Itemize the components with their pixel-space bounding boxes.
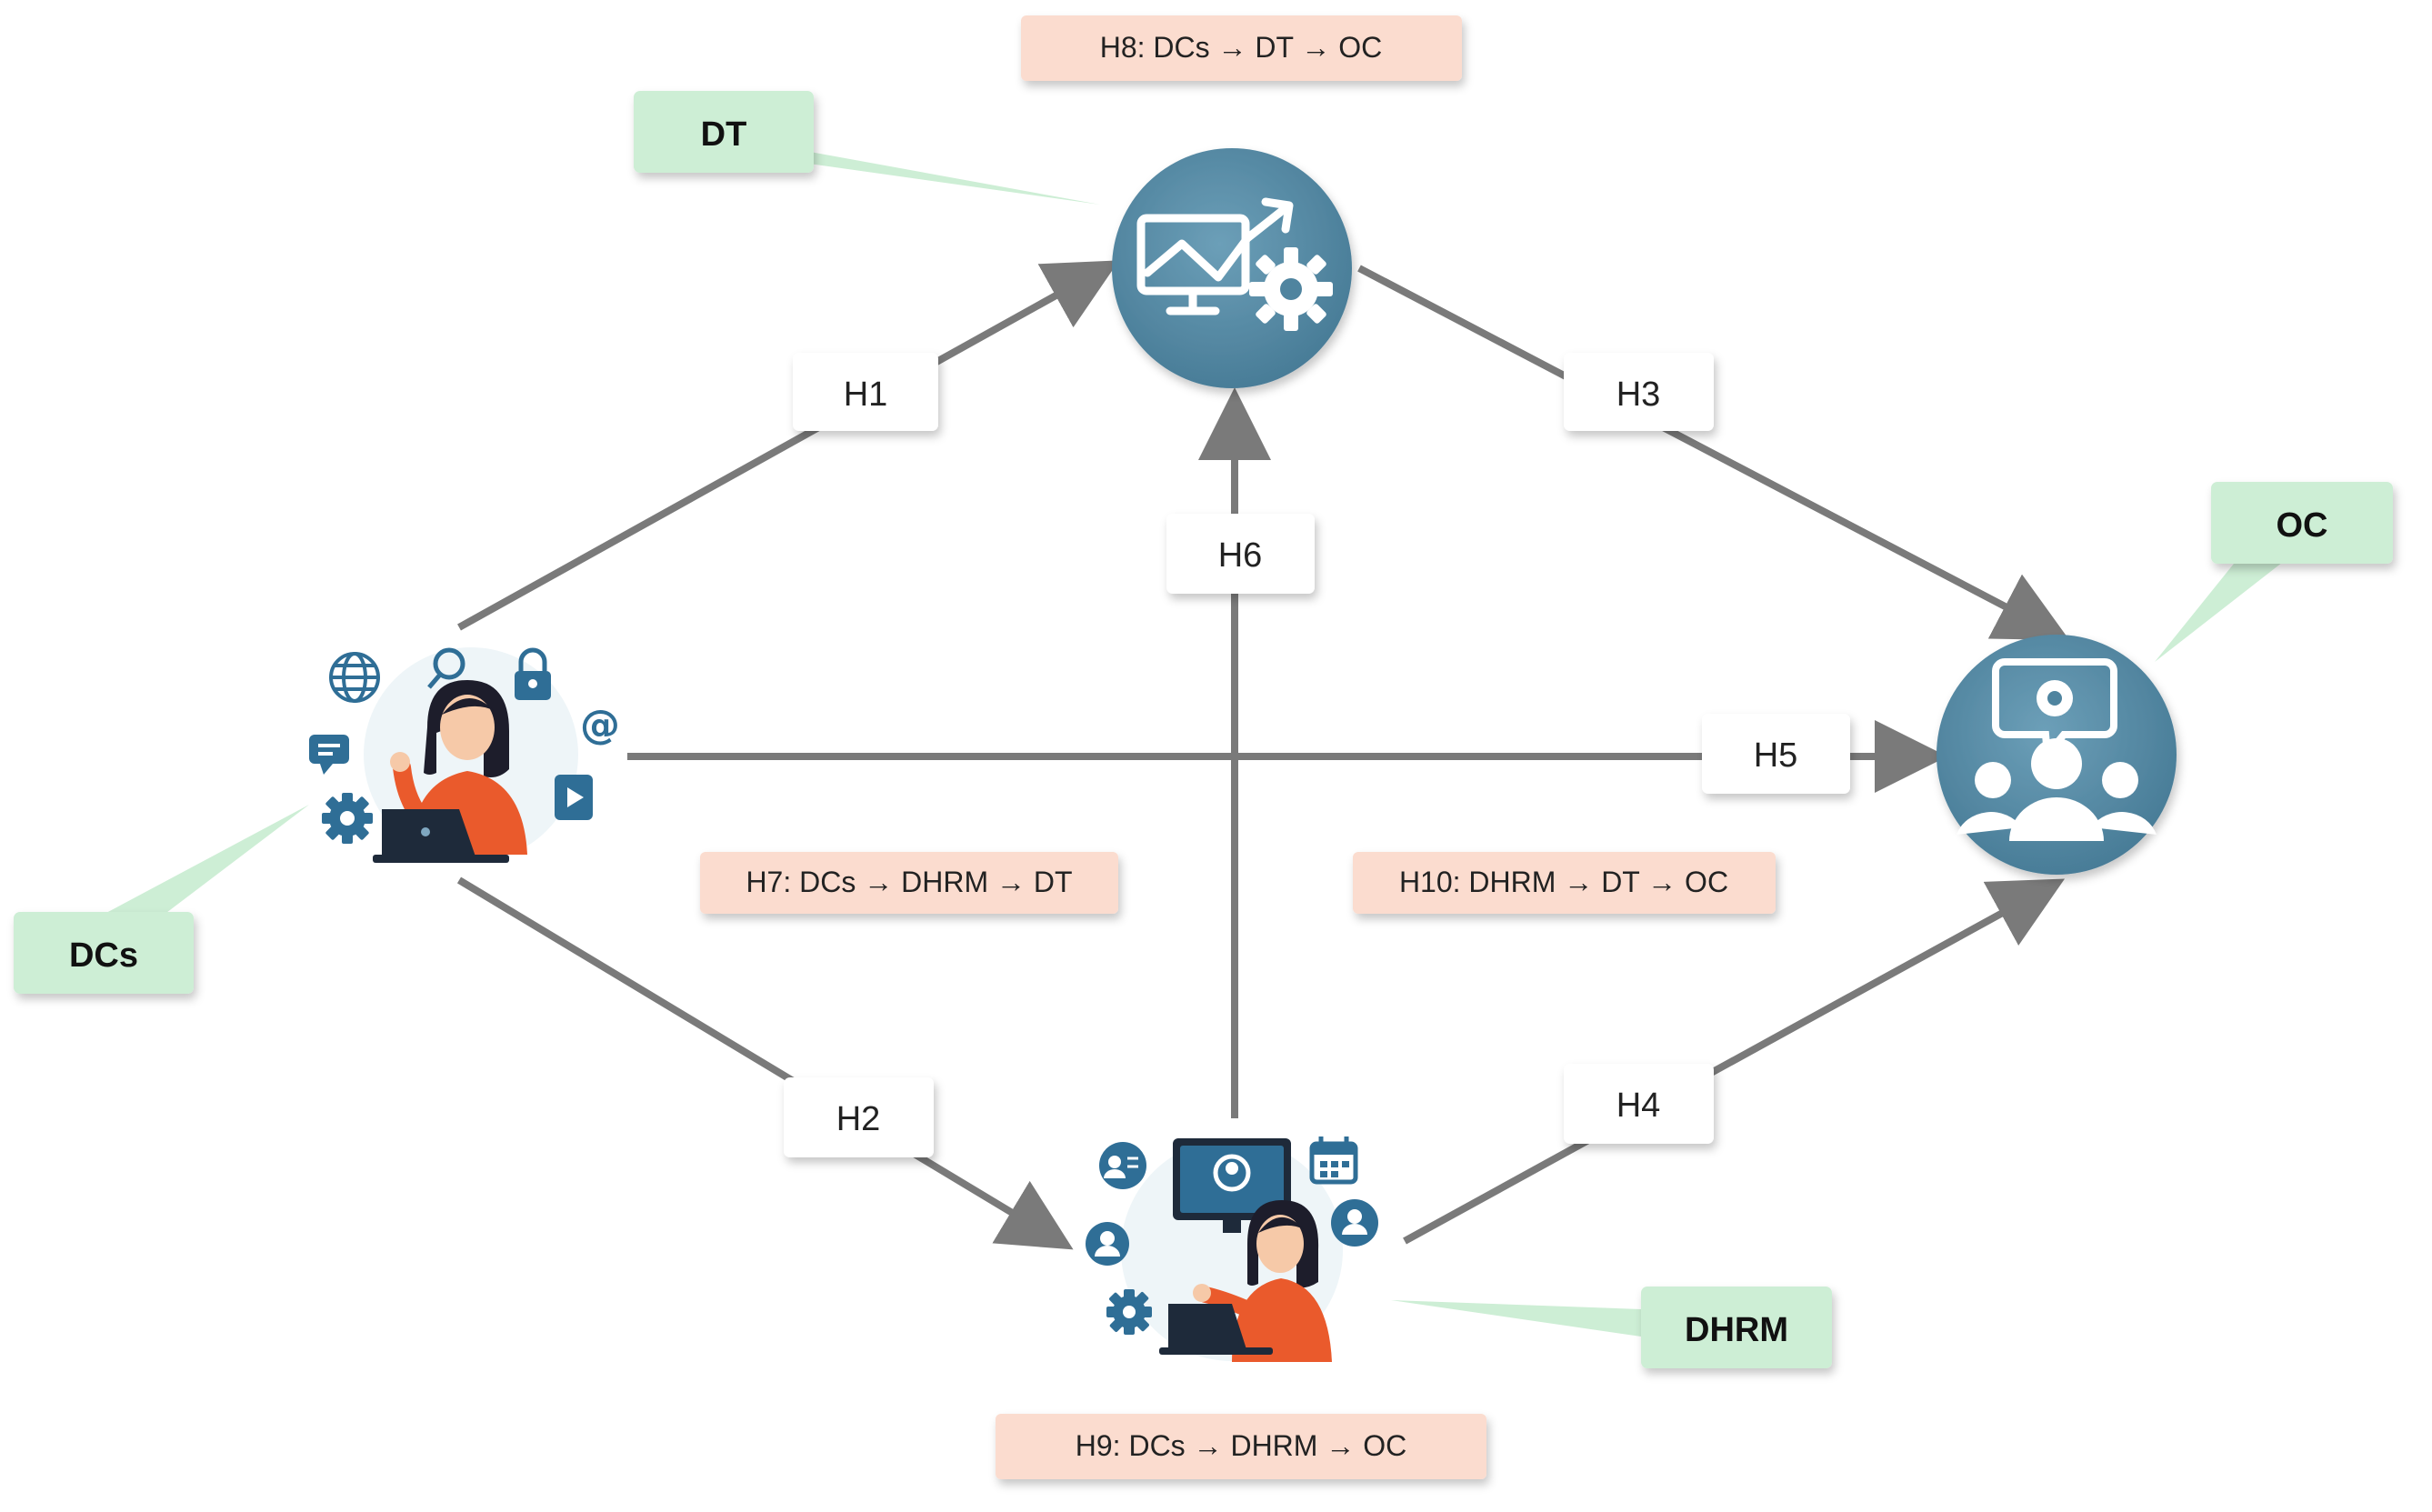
woman-laptop-digital-icons [364, 647, 578, 863]
path-label-h1-text: H1 [844, 375, 888, 414]
arrow-h3 [1357, 265, 2070, 641]
node-label-dcs-text: DCs [69, 936, 138, 975]
team-gear-chat-icon [1957, 658, 2157, 841]
mediation-label-h10-text: H10: DHRM → DT → OC [1399, 866, 1728, 898]
node-label-dhrm: DHRM [1641, 1287, 1832, 1368]
path-label-h4-text: H4 [1616, 1086, 1661, 1125]
node-label-dt: DT [634, 91, 814, 173]
path-label-h3-text: H3 [1616, 375, 1661, 414]
arrow-h4 [1403, 878, 2066, 1245]
node-label-oc: OC [2211, 482, 2393, 564]
path-label-h5-text: H5 [1754, 736, 1798, 775]
globe-icon [329, 652, 380, 703]
path-label-h6-text: H6 [1218, 536, 1263, 575]
at-sign-icon: @ [580, 702, 620, 748]
lock-icon [515, 647, 551, 700]
chat-icon [309, 735, 349, 775]
arrow-h1 [457, 260, 1119, 631]
user-profile-icon [1086, 1222, 1129, 1266]
path-label-h6: H6 [1166, 514, 1315, 594]
node-dt [1112, 148, 1352, 388]
node-label-dhrm-text: DHRM [1685, 1311, 1788, 1349]
woman-hr-dashboard-icons [1121, 1138, 1343, 1362]
mediation-label-h7-text: H7: DCs → DHRM → DT [746, 866, 1072, 898]
node-dhrm-illustration [1086, 1137, 1378, 1362]
mediation-label-h7: H7: DCs → DHRM → DT [700, 852, 1118, 914]
path-label-h3: H3 [1564, 353, 1714, 431]
node-dcs-illustration: @ [309, 647, 620, 863]
mediation-label-h8: H8: DCs → DT → OC [1021, 15, 1462, 81]
oc-label-pointer [2155, 555, 2287, 662]
path-label-h4: H4 [1564, 1064, 1714, 1144]
node-label-oc-text: OC [2277, 506, 2328, 545]
svg-text:@: @ [580, 702, 620, 748]
arrow-h2 [456, 876, 1074, 1250]
dcs-label-pointer [105, 805, 309, 918]
calendar-icon [1309, 1137, 1358, 1185]
dt-label-pointer [800, 150, 1100, 205]
hr-gear-icon [1106, 1289, 1152, 1335]
mediation-label-h9: H9: DCs → DHRM → OC [996, 1414, 1486, 1479]
search-icon [427, 647, 465, 689]
dhrm-label-pointer [1391, 1300, 1641, 1337]
path-label-h5: H5 [1702, 714, 1850, 794]
settings-gear-icon [322, 793, 373, 844]
path-label-h2-text: H2 [836, 1100, 881, 1138]
node-label-dcs: DCs [14, 912, 194, 994]
node-oc [1937, 635, 2177, 875]
video-play-icon [555, 775, 593, 820]
node-label-dt-text: DT [701, 115, 747, 154]
mediation-label-h9-text: H9: DCs → DHRM → OC [1076, 1429, 1406, 1462]
path-arrows [456, 260, 2070, 1250]
dt-gear-icon [1249, 247, 1333, 331]
mediation-label-h10: H10: DHRM → DT → OC [1353, 852, 1776, 914]
path-label-h1: H1 [793, 353, 938, 431]
id-card-icon [1099, 1142, 1146, 1189]
user-search-icon [1331, 1199, 1378, 1247]
path-label-h2: H2 [784, 1077, 934, 1157]
mediation-label-h8-text: H8: DCs → DT → OC [1100, 31, 1383, 64]
monitor-growth-gear-icon [1136, 197, 1294, 315]
